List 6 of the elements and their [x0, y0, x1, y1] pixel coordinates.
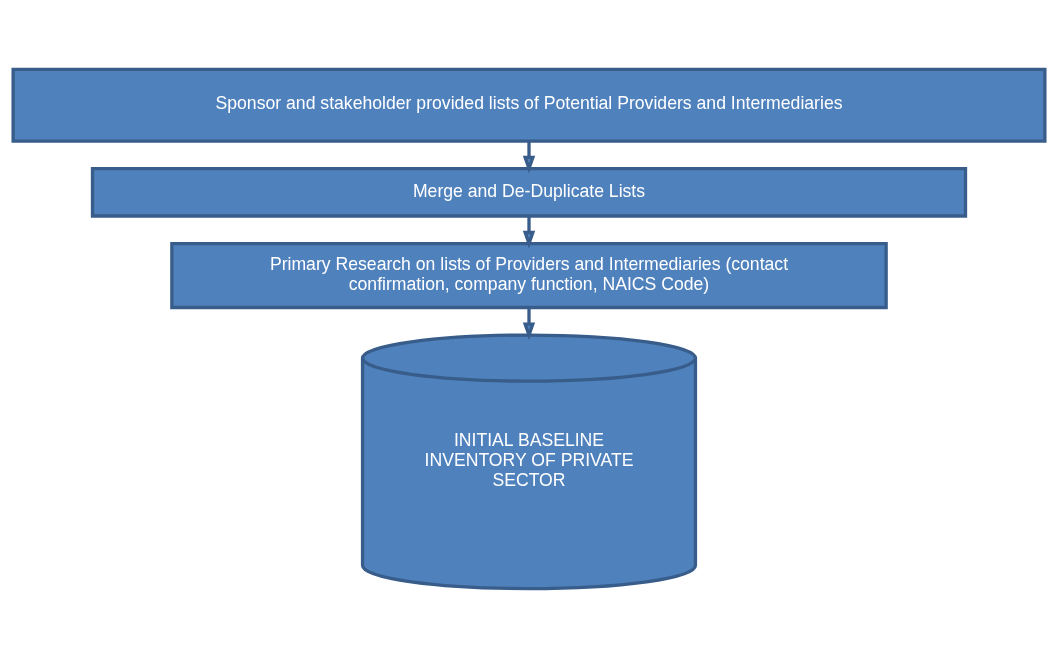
- node-box: Merge and De-Duplicate Lists: [90, 166, 968, 218]
- arrow: [522, 141, 536, 174]
- node-box: Primary Research on lists of Providers and Intermediaries (contact confirmation, company function, NAICS Code): [170, 241, 888, 310]
- arrow: [522, 216, 536, 249]
- arrow: [522, 307, 536, 341]
- node-box: Sponsor and stakeholder provided lists of Potential Providers and Intermediaries: [11, 67, 1047, 143]
